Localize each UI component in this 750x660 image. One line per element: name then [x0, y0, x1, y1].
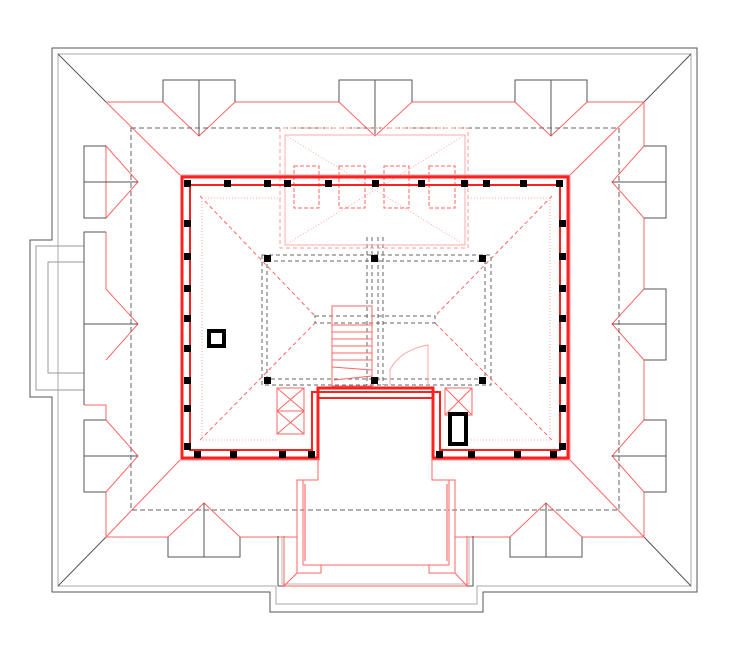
inner-ceiling-outline — [201, 197, 551, 441]
columns — [184, 180, 566, 458]
staircase — [331, 305, 429, 387]
chimney-right — [448, 412, 468, 446]
south-porch — [277, 458, 474, 588]
inner-hip-lines — [199, 195, 553, 441]
exterior-walls — [180, 174, 571, 461]
dormers — [83, 79, 667, 558]
outer-outline — [29, 47, 698, 613]
shafts — [276, 387, 473, 435]
chimney-left — [207, 329, 226, 348]
eave-outline — [84, 101, 645, 538]
north-bay — [279, 127, 469, 249]
